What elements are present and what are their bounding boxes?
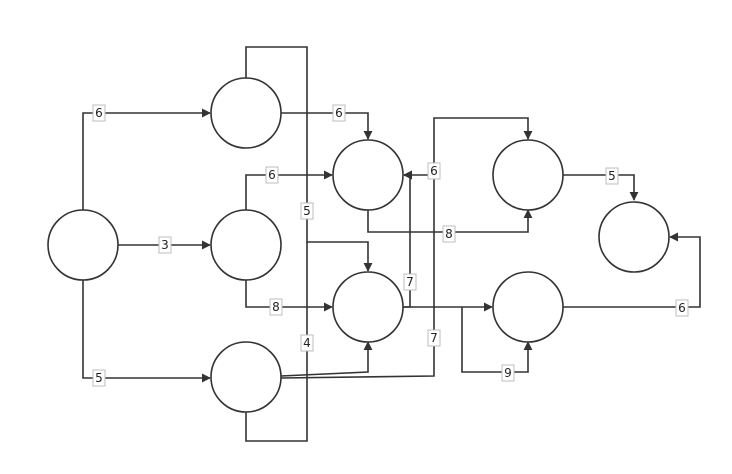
weight-text: 8	[272, 300, 280, 314]
weight-text: 5	[608, 169, 616, 183]
edge-label-e16: 6	[427, 162, 441, 180]
weight-text: 7	[406, 275, 414, 289]
edge-label-e5: 5	[300, 202, 314, 220]
edges	[82, 46, 701, 442]
weight-text: 6	[268, 168, 276, 182]
weight-text: 3	[161, 238, 169, 252]
edge-n2-n5	[281, 112, 373, 140]
edge-n4-n6	[280, 341, 373, 377]
weight-text: 6	[430, 164, 438, 178]
edge-n7-n9	[563, 174, 639, 201]
node-n7	[492, 139, 564, 211]
edge-label-e15: 6	[675, 299, 689, 317]
edge-label-e8: 4	[300, 334, 314, 352]
edge-label-e11: 7	[403, 273, 417, 291]
edge-n8-n9	[563, 232, 701, 308]
weight-text: 4	[303, 336, 311, 350]
edge-label-e6: 6	[265, 166, 279, 184]
nodes	[47, 77, 670, 413]
edge-label-e4: 6	[332, 104, 346, 122]
node-n8	[492, 271, 564, 343]
node-n6	[332, 271, 404, 343]
edge-n2-n6	[245, 46, 373, 272]
weight-text: 5	[303, 204, 311, 218]
node-n5	[332, 139, 404, 211]
edge-n1-n4	[82, 280, 211, 383]
node-n3	[210, 209, 282, 281]
edge-n4-n7	[280, 117, 533, 379]
edge-label-e13: 9	[501, 364, 515, 382]
edge-label-e3: 5	[92, 369, 106, 387]
node-n1	[47, 209, 119, 281]
edge-n6-n8-bottom	[461, 307, 533, 373]
node-n4	[210, 341, 282, 413]
weight-text: 9	[504, 366, 512, 380]
edge-label-e2: 3	[158, 236, 172, 254]
edge-n3-n5	[245, 170, 333, 210]
weight-text: 5	[95, 371, 103, 385]
edge-labels: 6 3 5 6 5 6 8 4	[92, 104, 689, 387]
node-n9	[598, 201, 670, 273]
edge-label-e14: 5	[605, 167, 619, 185]
edge-n3-n6	[245, 280, 333, 312]
edge-n1-n2	[82, 108, 211, 210]
weight-text: 8	[445, 227, 453, 241]
weight-text: 7	[430, 331, 438, 345]
edge-label-e1: 6	[92, 104, 106, 122]
edge-label-e10: 8	[442, 225, 456, 243]
edge-label-e9: 7	[427, 329, 441, 347]
weight-text: 6	[335, 106, 343, 120]
edge-label-e7: 8	[269, 298, 283, 316]
weight-text: 6	[678, 301, 686, 315]
weight-text: 6	[95, 106, 103, 120]
node-n2	[210, 77, 282, 149]
